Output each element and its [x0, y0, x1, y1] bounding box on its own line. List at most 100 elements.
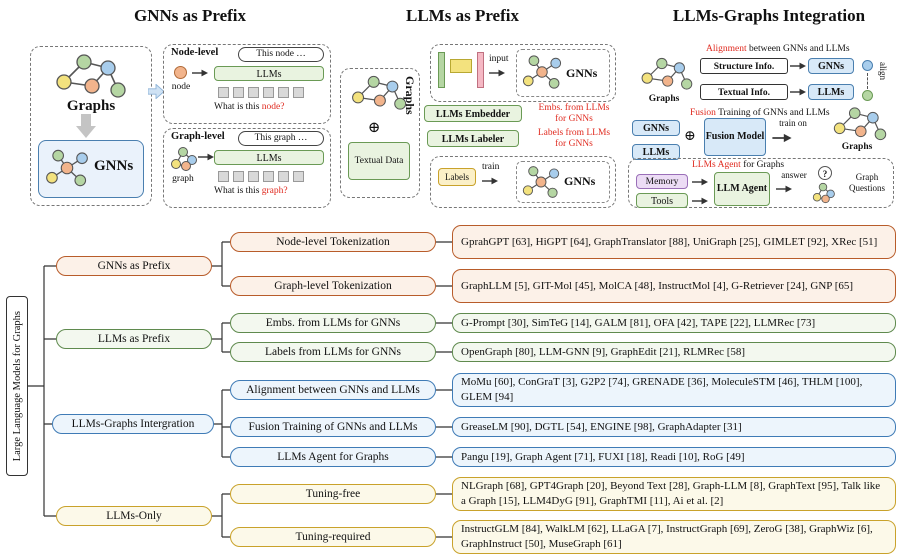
- graph-icon: [641, 57, 693, 90]
- refs-llms-agent: Pangu [19], Graph Agent [71], FUXI [18],…: [452, 447, 896, 467]
- node-icon: [174, 66, 187, 79]
- memory-box: Memory: [636, 174, 688, 189]
- question-mark-badge: ?: [818, 166, 832, 180]
- refs-embs-from-llms: G-Prompt [30], SimTeG [14], GALM [81], O…: [452, 313, 896, 333]
- llms-box: LLMs: [214, 66, 324, 81]
- arrow-right-icon: [772, 133, 792, 143]
- refs-labels-from-llms: OpenGraph [80], LLM-GNN [9], GraphEdit […: [452, 342, 896, 362]
- leaf-llms-agent: LLMs Agent for Graphs: [230, 447, 436, 467]
- gnns-box: GNNs: [632, 120, 680, 136]
- fusion-keyword: Fusion: [690, 108, 716, 118]
- branch-llms-as-prefix: LLMs as Prefix: [56, 329, 212, 349]
- question-keyword: graph?: [261, 186, 288, 196]
- taxonomy-root-label: Large Language Models for Graphs: [11, 310, 23, 462]
- graphs-label: Graphs: [66, 98, 116, 114]
- graph-icon: [56, 54, 126, 98]
- llm-agent-inner-box: LLM Agent: [714, 172, 770, 206]
- oplus-symbol: ⊕: [367, 120, 381, 136]
- graphs-label: Graphs: [648, 94, 680, 104]
- refs-fusion-training: GreaseLM [90], DGTL [54], ENGINE [98], G…: [452, 417, 896, 437]
- arrow-right-icon: [692, 196, 708, 206]
- gnns-label: GNNs: [566, 66, 598, 80]
- llms-embedder-box: LLMs Embedder: [424, 105, 522, 122]
- align-dashed-line: [867, 73, 868, 89]
- alignment-note: Alignment between GNNs and LLMs: [706, 44, 850, 56]
- small-graph-icon: [812, 182, 835, 204]
- labels-note-line1: Labels from LLMs: [537, 128, 611, 138]
- align-vertical-label: align: [878, 62, 888, 80]
- leaf-tuning-free: Tuning-free: [230, 484, 436, 504]
- refs-node-level-tokenization: GprahGPT [63], HiGPT [64], GraphTranslat…: [452, 225, 896, 259]
- gnns-inner-box: [516, 49, 610, 97]
- feature-bar-pink: [477, 52, 484, 88]
- embedding-squares: [218, 171, 308, 182]
- labels-note-line2: for GNNs: [555, 139, 593, 149]
- feature-box-yellow: [450, 59, 472, 73]
- arrow-right-icon: [790, 87, 806, 97]
- embs-note-line1: Embs. from LLMs: [538, 103, 610, 113]
- agent-keyword: LLMs Agent: [692, 160, 741, 170]
- embedding-squares: [218, 87, 308, 98]
- graphs-label: Graphs: [841, 142, 873, 152]
- llms-box: LLMs: [808, 84, 854, 100]
- graph-icon: [351, 75, 407, 110]
- graphs-vertical-label: Graphs: [403, 76, 417, 115]
- arrow-right-icon: [776, 184, 792, 194]
- fusion-rest: Training of GNNs and LLMs: [715, 108, 830, 118]
- alignment-keyword: Alignment: [706, 44, 747, 54]
- tools-box: Tools: [636, 193, 688, 208]
- graphs-textual-box: [340, 68, 420, 198]
- llms-box: LLMs: [632, 144, 680, 160]
- alignment-rest: between GNNs and LLMs: [746, 44, 850, 54]
- fusion-note: Fusion Training of GNNs and LLMs: [690, 108, 830, 120]
- arrow-down-icon: [76, 114, 96, 138]
- node-level-heading: Node-level: [171, 47, 219, 58]
- graph-questions-label: Graph Questions: [849, 172, 885, 193]
- node-level-box: [163, 44, 331, 124]
- taxonomy-root-box: Large Language Models for Graphs: [6, 296, 28, 476]
- leaf-node-level-tokenization: Node-level Tokenization: [230, 232, 436, 252]
- train-on-label: train on: [779, 118, 807, 128]
- gnn-graph-icon: [45, 149, 89, 187]
- refs-tuning-required: InstructGLM [84], WalkLM [62], LLaGA [7]…: [452, 520, 896, 554]
- arrow-right-icon: [790, 61, 806, 71]
- embs-note-line2: for GNNs: [555, 114, 593, 124]
- llms-labeler-box: LLMs Labeler: [427, 130, 519, 147]
- graph-label: graph: [172, 174, 194, 184]
- textual-data-box: Textual Data: [348, 142, 410, 180]
- fusion-model-box: Fusion Model: [704, 118, 766, 156]
- arrow-right-blue-icon: [148, 84, 164, 99]
- gnns-box: GNNs: [808, 58, 854, 74]
- align-node-green: [862, 90, 873, 101]
- input-label: input: [489, 54, 509, 64]
- refs-alignment: MoMu [60], ConGraT [3], G2P2 [74], GRENA…: [452, 373, 896, 407]
- train-label: train: [482, 162, 500, 172]
- graph-level-box: [163, 128, 331, 208]
- agent-rest: for Graphs: [740, 160, 785, 170]
- oplus-symbol: ⊕: [684, 129, 696, 144]
- textual-info-box: Textual Info.: [700, 84, 788, 100]
- labels-box: Labels: [438, 168, 476, 186]
- panel1-title: GNNs as Prefix: [133, 6, 247, 25]
- labels-train-box: [430, 156, 616, 208]
- panel2-title: LLMs as Prefix: [405, 6, 519, 25]
- graphs-to-gnns-box: [30, 46, 152, 206]
- llm-agent-box: [628, 158, 894, 208]
- embs-input-box: [430, 44, 616, 102]
- gnns-box: [38, 140, 144, 198]
- branch-llms-graphs-integration: LLMs-Graphs Intergration: [52, 414, 214, 434]
- leaf-embs-from-llms: Embs. from LLMs for GNNs: [230, 313, 436, 333]
- leaf-fusion-training: Fusion Training of GNNs and LLMs: [230, 417, 436, 437]
- feature-bar-green: [438, 52, 445, 88]
- question-prefix: What is this: [214, 102, 262, 112]
- align-node-blue: [862, 60, 873, 71]
- arrow-right-icon: [192, 68, 208, 78]
- gnns-label: GNNs: [564, 174, 596, 188]
- arrow-right-icon: [692, 177, 708, 187]
- node-prompt-pill: This node …: [238, 47, 324, 62]
- leaf-graph-level-tokenization: Graph-level Tokenization: [230, 276, 436, 296]
- answer-label: answer: [781, 170, 807, 180]
- node-label: node: [171, 82, 191, 92]
- graph-level-heading: Graph-level: [171, 131, 225, 142]
